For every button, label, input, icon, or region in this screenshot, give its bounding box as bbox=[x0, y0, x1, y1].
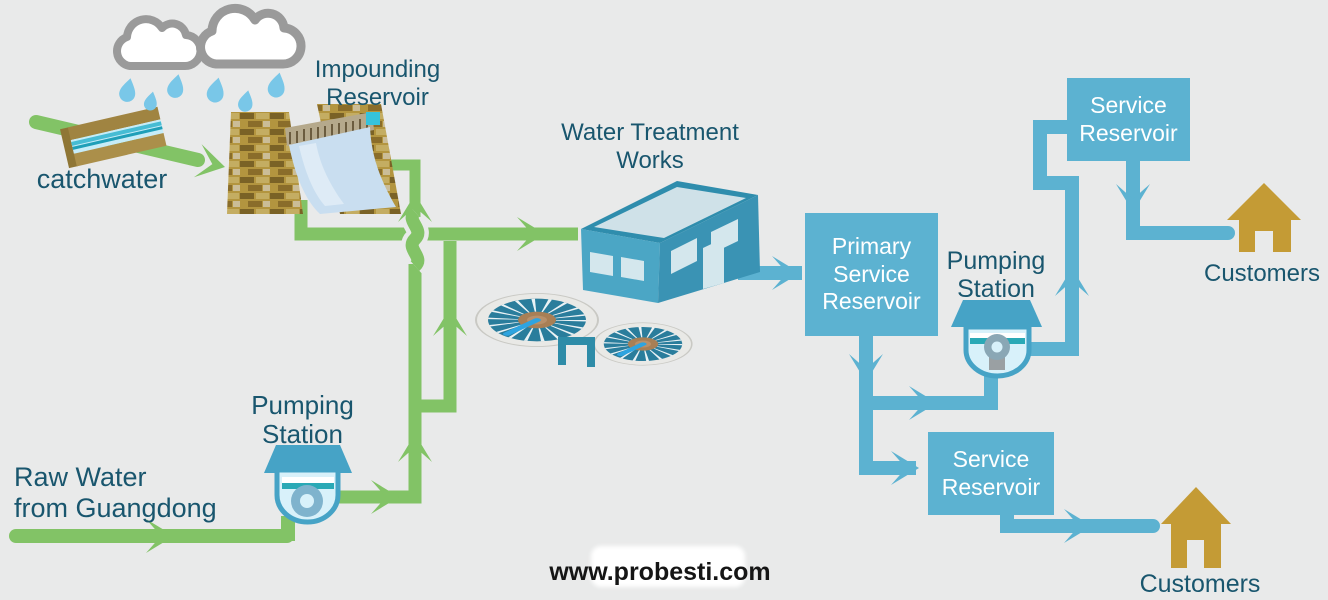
service-reservoir-to-customers-top-pipe bbox=[1126, 153, 1235, 240]
pumping-station-right-label: Pumping Station bbox=[946, 247, 1046, 303]
pumping-station-left-label: Pumping Station bbox=[251, 390, 354, 450]
catchwater-channel-icon bbox=[60, 106, 167, 169]
raindrops bbox=[117, 70, 288, 114]
rain-cloud-icon-small bbox=[113, 15, 205, 70]
pump-icon-right bbox=[951, 300, 1042, 379]
rain-cloud-icon-large bbox=[196, 3, 306, 69]
branch-to-main-pipe bbox=[409, 241, 457, 413]
service-reservoir-top-node: Service Reservoir bbox=[1067, 78, 1190, 161]
catchwater-label: catchwater bbox=[36, 164, 168, 194]
pump-icon-left bbox=[264, 445, 352, 525]
watermark-background bbox=[591, 546, 745, 587]
service-reservoir-to-customers-bottom-pipe bbox=[1000, 506, 1160, 533]
dam-icon bbox=[227, 104, 401, 214]
treated-water-pipes bbox=[738, 120, 1235, 533]
customers-house-icon-top bbox=[1227, 183, 1301, 252]
treatment-works-building-icon bbox=[581, 181, 760, 303]
water-treatment-works-label: Water Treatment Works bbox=[561, 119, 739, 174]
customers-bottom-label: Customers bbox=[1139, 570, 1261, 598]
raw-water-source-label: Raw Water from Guangdong bbox=[14, 462, 217, 523]
primary-service-reservoir-node: Primary Service Reservoir bbox=[805, 213, 938, 336]
psr-to-pump-branch-pipe bbox=[866, 370, 998, 410]
pump-to-reservoir-riser bbox=[334, 264, 422, 504]
impounding-reservoir-label: Impounding Reservoir bbox=[314, 56, 441, 111]
watermark-text: www.probesti.com bbox=[549, 558, 771, 586]
clarifier-frame bbox=[558, 337, 595, 367]
pump-to-service-reservoir-pipe bbox=[1028, 120, 1079, 356]
service-reservoir-bottom-node: Service Reservoir bbox=[928, 432, 1054, 515]
customers-top-label: Customers bbox=[1203, 260, 1321, 287]
clarifier-tank-icon-large bbox=[475, 293, 599, 347]
clarifier-tank-icon-small bbox=[593, 322, 693, 366]
customers-house-icon-bottom bbox=[1161, 487, 1231, 568]
pipe-crossing-break bbox=[401, 203, 429, 275]
